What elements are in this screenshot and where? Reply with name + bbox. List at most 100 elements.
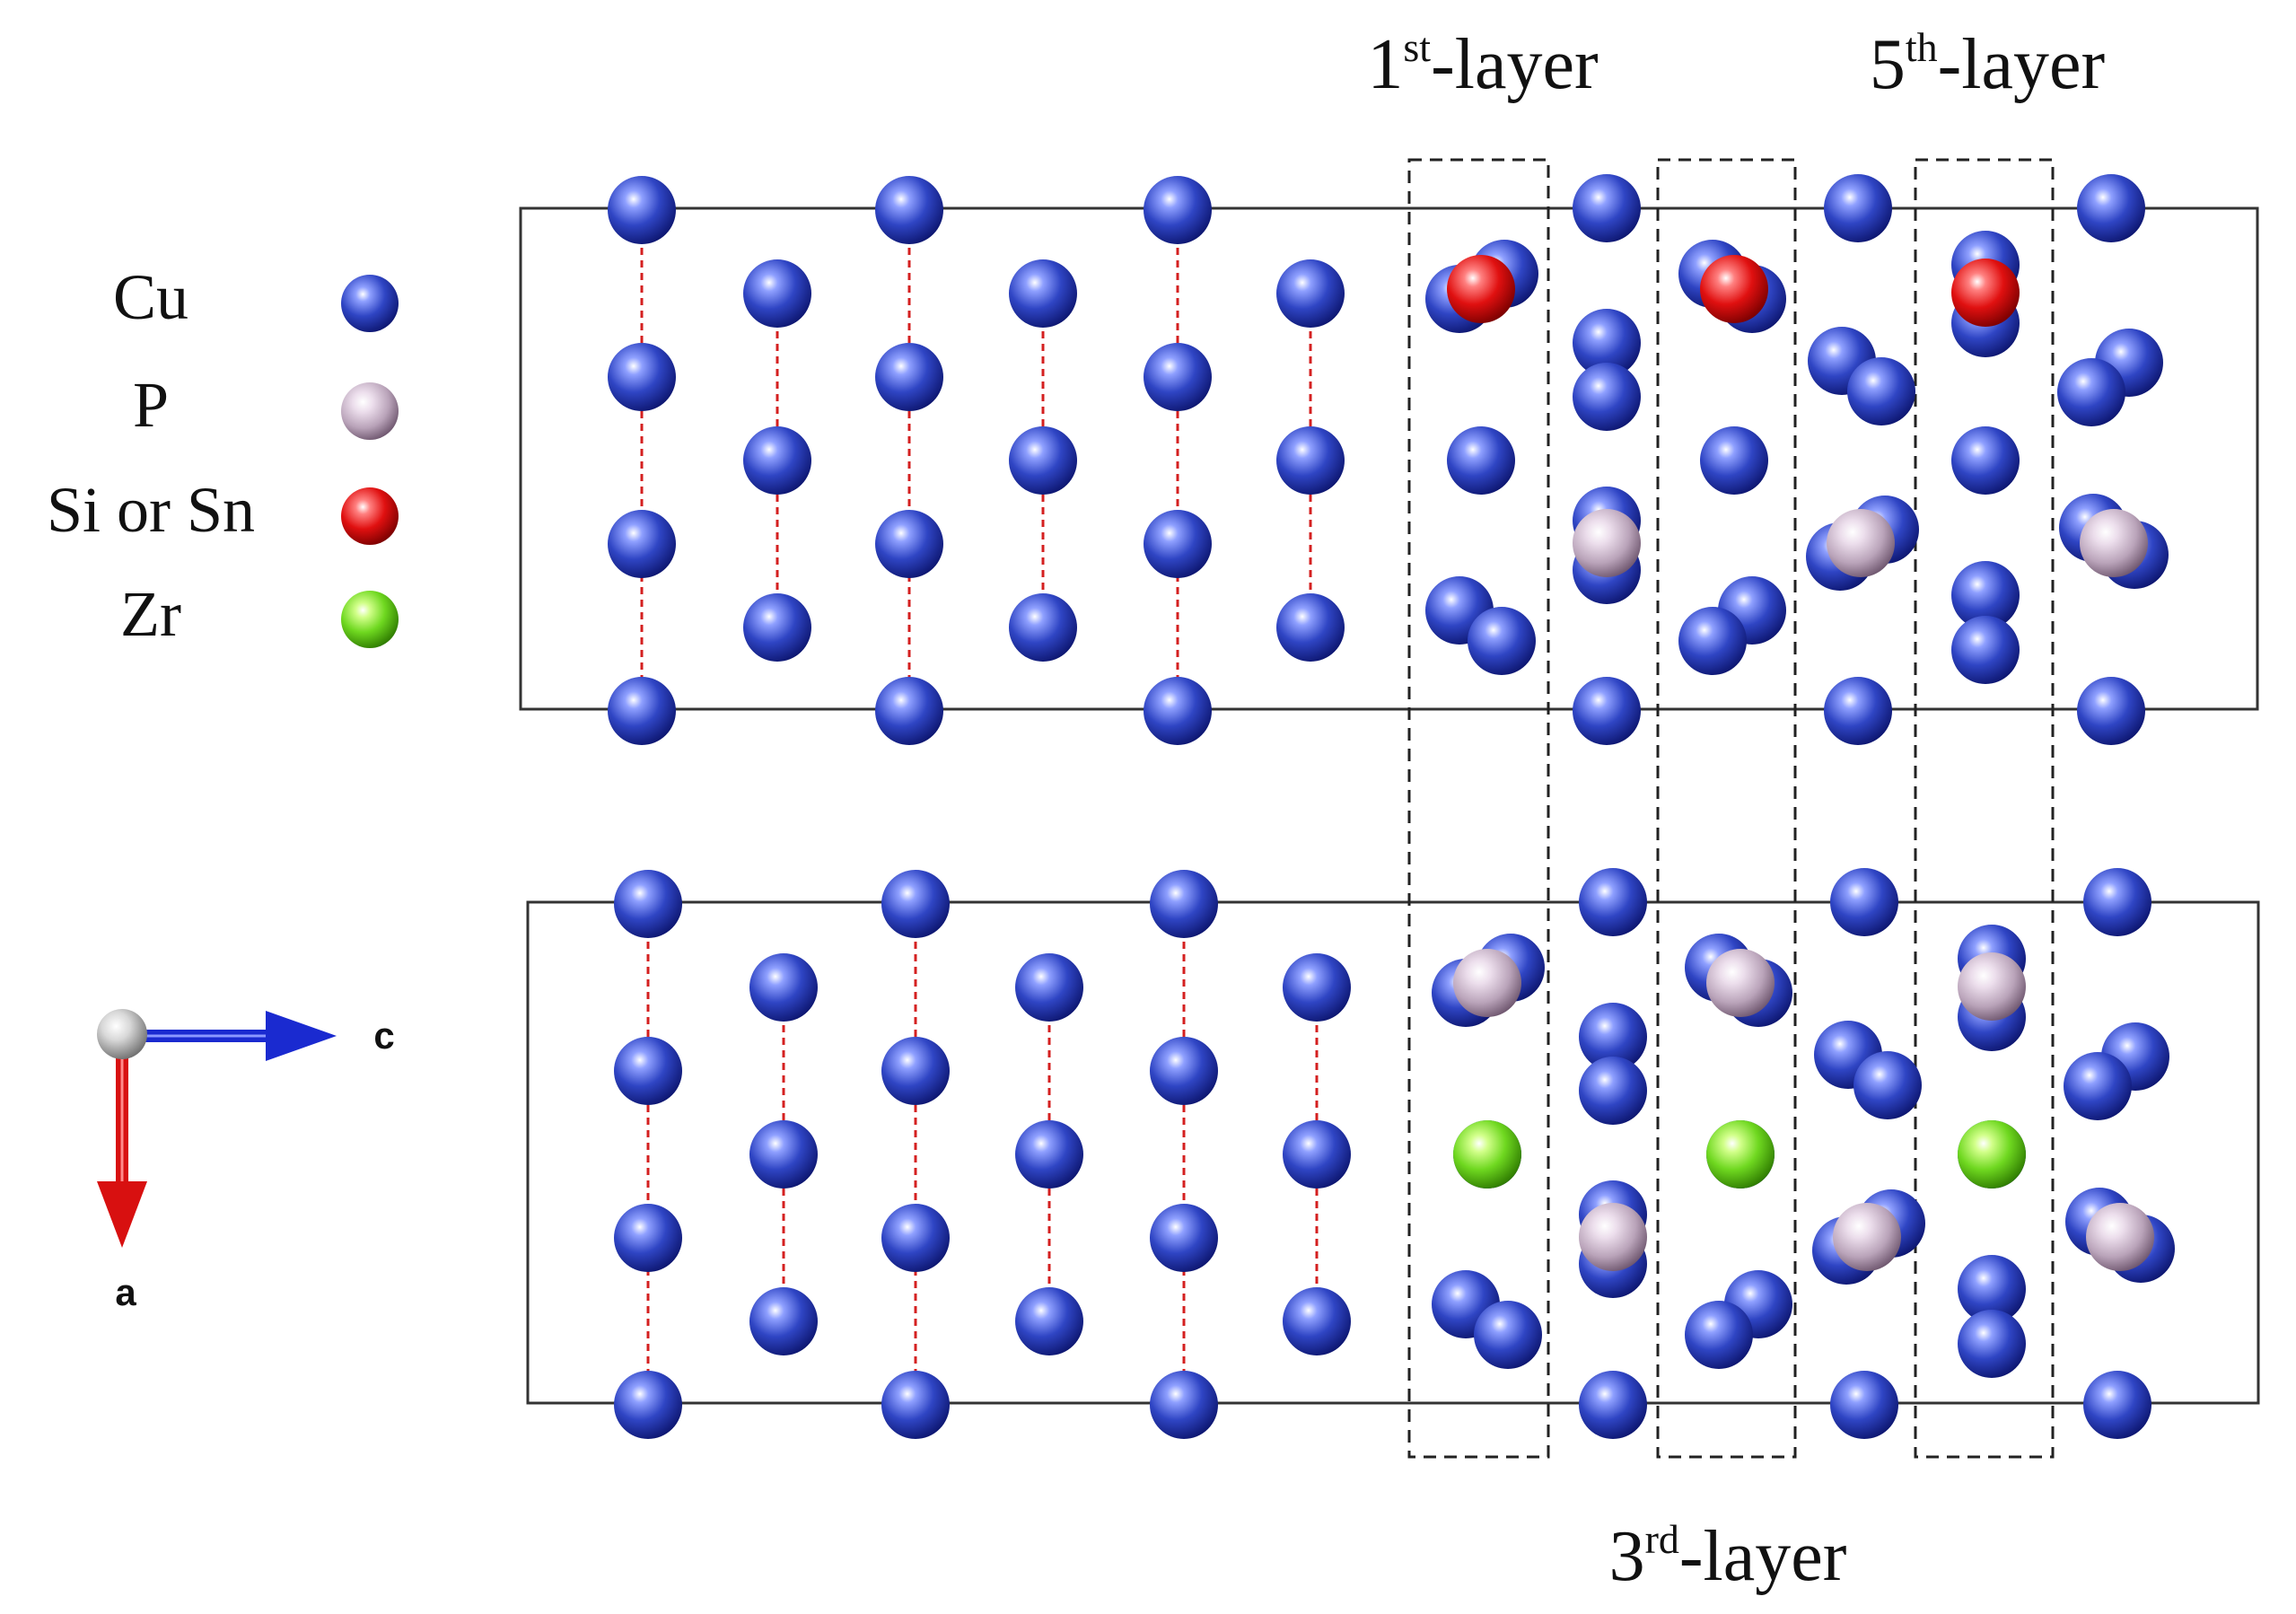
bottom-cu-atom [614,1037,682,1105]
top-cu-atom [1009,426,1077,495]
bottom-cu-atom [1283,1287,1351,1355]
top-p-atom [2080,509,2148,577]
bottom-cu-atom [2083,868,2151,936]
legend-label-si-sn: Si or Sn [47,474,255,546]
top-cu-atom [1951,426,2020,495]
top-cu-atom [875,510,943,578]
bottom-cu-atom [749,953,818,1022]
bottom-cu-atom [1579,1003,1647,1071]
bottom-cu-atom [1015,1287,1083,1355]
top-cu-atom [1468,607,1536,675]
bottom-cu-atom [1579,1057,1647,1125]
bottom-cu-atom [2064,1052,2132,1120]
top-cu-atom [1447,426,1515,495]
bottom-cu-atom [614,1204,682,1272]
top-cu-atom [1824,174,1892,242]
bottom-cu-atom [1685,1301,1753,1369]
top-cu-atom [1951,616,2020,684]
legend-atom-cu [341,275,399,332]
top-p-atom [1827,509,1895,577]
bottom-cu-atom [881,1037,950,1105]
bottom-cu-atom [1015,953,1083,1022]
bottom-cu-atom [1958,1255,2026,1323]
top-cu-atom [1573,174,1641,242]
top-cu-atom [743,259,811,328]
top-cu-atom [1573,309,1641,377]
top-cu-atom [1276,259,1345,328]
bottom-cu-atom [749,1120,818,1189]
top-cu-atom [743,426,811,495]
layer-label-5th: 5th-layer [1870,24,2105,104]
top-cu-atom [875,677,943,745]
bottom-substituted-atom-3rd [1706,949,1775,1017]
bottom-cu-atom [1958,1310,2026,1378]
top-cu-atom [608,176,676,244]
bottom-cu-atom [1579,868,1647,936]
legend-atom-p [341,382,399,440]
bottom-structure-frame [526,900,2260,1405]
top-cu-atom [1144,677,1212,745]
top-cu-atom [1276,426,1345,495]
legend-label-zr: Zr [120,578,181,650]
legend-atom-zr [341,591,399,648]
top-cu-atom [2077,174,2145,242]
top-substituted-atom-5th [1951,259,2020,327]
c-axis-arrowhead [266,1011,337,1061]
bottom-cu-atom [1853,1051,1922,1119]
bottom-zr-atom-3rd [1706,1120,1775,1189]
top-cu-atom [1573,363,1641,431]
top-cu-atom [1678,607,1747,675]
top-cu-atom [608,510,676,578]
top-p-atom [1573,509,1641,577]
bottom-cu-atom [1150,1204,1218,1272]
bottom-cu-atom [1015,1120,1083,1189]
top-substituted-atom-1st [1447,255,1515,323]
bottom-cu-atom [1830,1371,1898,1439]
axis-triad: c a [97,1009,395,1313]
top-cu-atom [875,343,943,411]
top-cu-atom [1951,561,2020,629]
top-cu-atom [1276,593,1345,662]
bottom-p-atom [1579,1203,1647,1271]
top-cu-atom [2057,358,2125,426]
legend-atom-si-sn [341,487,399,545]
bottom-cu-atom [881,1204,950,1272]
top-cu-atom [1144,343,1212,411]
bottom-cu-atom [881,1371,950,1439]
legend-label-p: P [133,369,169,441]
top-structure-frame [519,206,2259,711]
bottom-cu-atom [749,1287,818,1355]
bottom-cu-atom [1283,1120,1351,1189]
top-cu-atom [608,343,676,411]
bottom-cu-atom [1579,1371,1647,1439]
bottom-zr-atom-1st [1453,1120,1521,1189]
layer-box-1st [1407,158,1550,1459]
top-cu-atom [2077,677,2145,745]
bottom-cu-atom [1474,1301,1542,1369]
bottom-cu-atom [1150,870,1218,938]
a-axis-label: a [115,1271,136,1313]
top-cu-atom [608,677,676,745]
atoms [608,174,2175,1439]
layer-box-5th [1914,158,2055,1459]
top-cu-atom [743,593,811,662]
bottom-cu-atom [1150,1371,1218,1439]
bottom-p-atom [2086,1203,2154,1271]
top-cu-atom [1144,510,1212,578]
bottom-cu-atom [1830,868,1898,936]
top-cu-atom [1009,259,1077,328]
bottom-cu-atom [881,870,950,938]
a-axis-arrowhead [97,1181,147,1248]
bottom-substituted-atom-1st [1453,949,1521,1017]
layer-box-3rd [1656,158,1797,1459]
axis-origin-sphere [97,1009,147,1059]
bottom-cu-atom [614,870,682,938]
legend: Cu P Si or Sn Zr [47,261,399,650]
c-axis-label: c [373,1014,394,1057]
layer-label-1st: 1st-layer [1367,24,1598,104]
bottom-p-atom [1833,1203,1901,1271]
bottom-cu-atom [2083,1371,2151,1439]
bottom-cu-atom [614,1371,682,1439]
top-cu-atom [875,176,943,244]
